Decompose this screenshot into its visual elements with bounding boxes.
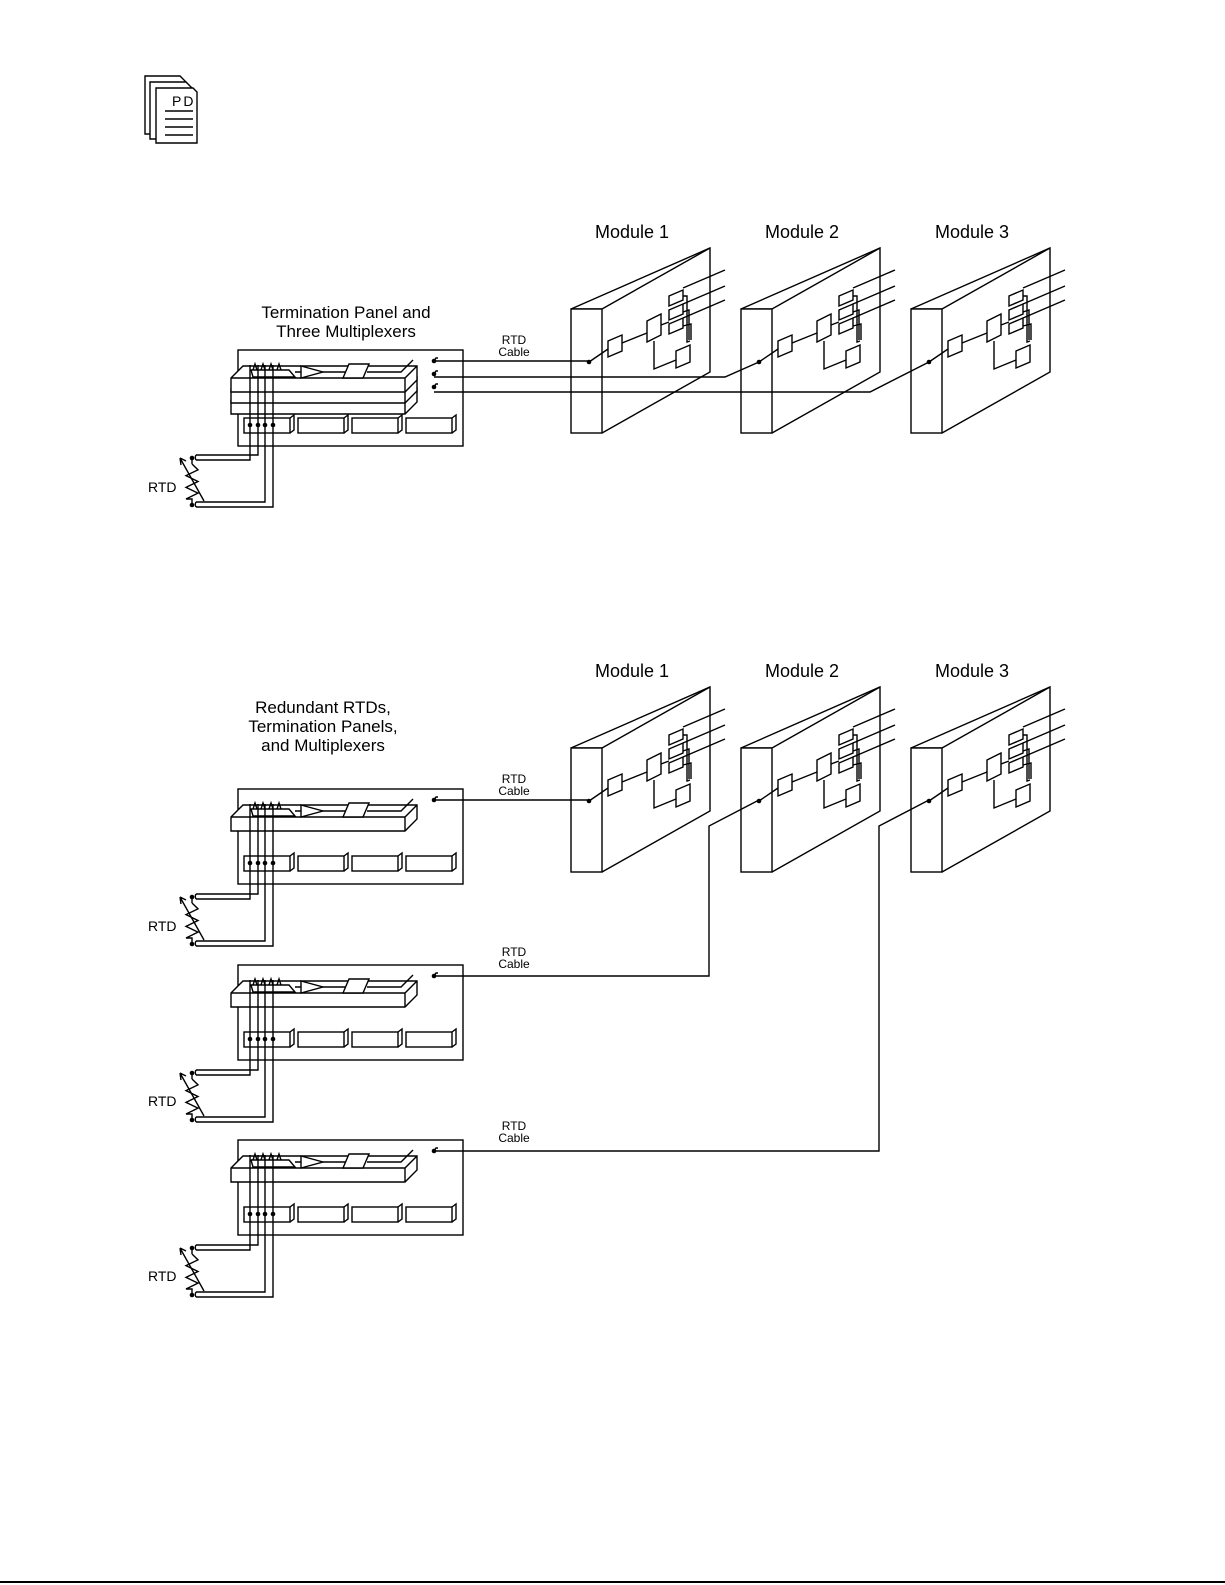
fig2-termination-panel-2-terminal-node-2: [256, 1037, 261, 1042]
fig1-termination-panel-cable-node-2: [432, 372, 437, 377]
fig2-termination-panel-3-terminal-node-4: [271, 1212, 276, 1217]
fig2-cable-1-label-line2: Cable: [498, 784, 530, 798]
fig1-module-3: [911, 248, 1065, 433]
fig2-termination-panel-2-terminal-node-4: [271, 1037, 276, 1042]
fig2-module-2: [741, 687, 895, 872]
fig1-panel-label-line2: Three Multiplexers: [276, 322, 416, 341]
fig2-termination-panel-2-rtd-resistor: [186, 1073, 198, 1120]
fig2-panel-label-line3: and Multiplexers: [261, 736, 385, 755]
fig2-termination-panel-2-terminal-node-3: [263, 1037, 268, 1042]
fig2-termination-panel-1-terminal-block-3: [352, 856, 398, 871]
fig2-module-2-label: Module 2: [765, 661, 839, 681]
fig1-termination-panel-rtd-resistor: [186, 458, 198, 505]
fig1-module-1-label: Module 1: [595, 222, 669, 242]
fig1-cable-label-line2: Cable: [498, 345, 530, 359]
fig2-termination-panel-3-terminal-block-4: [406, 1207, 452, 1222]
fig2-termination-panel-2-terminal-block-4: [406, 1032, 452, 1047]
fig2-termination-panel-1-terminal-node-4: [271, 861, 276, 866]
fig1-termination-panel-terminal-block-3: [352, 418, 398, 433]
fig2-termination-panel-1-terminal-node-3: [263, 861, 268, 866]
fig2-termination-panel-1-terminal-node-1: [248, 861, 253, 866]
fig1-termination-panel: [180, 350, 463, 507]
fig2-termination-panel-1-terminal-block-2: [298, 856, 344, 871]
fig2-cable-3-label-line2: Cable: [498, 1131, 530, 1145]
fig2-module-1: [571, 687, 725, 872]
fig2-module-3: [911, 687, 1065, 872]
fig2-module-1-front: [571, 748, 602, 872]
fig1-module-3-front: [911, 309, 942, 433]
fig1-termination-panel-terminal-block-4: [406, 418, 452, 433]
fig2-module-3-label: Module 3: [935, 661, 1009, 681]
fig2-termination-panel-1-terminal-node-2: [256, 861, 261, 866]
fig2-termination-panel-1-rtd-resistor: [186, 897, 198, 944]
fig2-termination-panel-3-rtd-resistor: [186, 1248, 198, 1295]
fig2-termination-panel-2-terminal-node-1: [248, 1037, 253, 1042]
fig1-panel-label-line1: Termination Panel and: [261, 303, 430, 322]
fig2-termination-panel-1-terminal-block-4: [406, 856, 452, 871]
fig1-termination-panel-cable-node-3: [432, 385, 437, 390]
fig1-module-3-label: Module 3: [935, 222, 1009, 242]
fig2-module-3-front: [911, 748, 942, 872]
fig1-rtd-label: RTD: [148, 479, 177, 495]
pd-icon-label: PD: [172, 93, 195, 109]
fig2-termination-panel-3-terminal-node-2: [256, 1212, 261, 1217]
fig1-module-1-front: [571, 309, 602, 433]
figure-2: Module 1 Module 2 Module 3 Redundant RTD…: [148, 661, 1065, 1297]
fig1-module-2-front: [741, 309, 772, 433]
fig2-module-1-label: Module 1: [595, 661, 669, 681]
fig2-termination-panel-3-terminal-node-3: [263, 1212, 268, 1217]
fig2-rtd-3-label: RTD: [148, 1268, 177, 1284]
figure-1: Module 1 Module 2 Module 3 Termination P…: [148, 222, 1065, 507]
fig1-termination-panel-terminal-node-1: [248, 423, 253, 428]
fig1-termination-panel-terminal-block-2: [298, 418, 344, 433]
fig2-panel-label-line1: Redundant RTDs,: [255, 698, 391, 717]
fig1-module-2-label: Module 2: [765, 222, 839, 242]
fig2-rtd-2-label: RTD: [148, 1093, 177, 1109]
fig2-termination-panel-2-terminal-block-2: [298, 1032, 344, 1047]
fig2-rtd-1-label: RTD: [148, 918, 177, 934]
fig2-termination-panel-1: [180, 789, 463, 946]
fig1-module-2: [741, 248, 895, 433]
fig1-termination-panel-terminal-node-2: [256, 423, 261, 428]
fig2-cable-2-label-line2: Cable: [498, 957, 530, 971]
fig2-termination-panel-2: [180, 965, 463, 1122]
fig2-termination-panel-2-terminal-block-3: [352, 1032, 398, 1047]
fig2-termination-panel-3-terminal-block-2: [298, 1207, 344, 1222]
fig2-module-2-front: [741, 748, 772, 872]
fig1-termination-panel-terminal-node-3: [263, 423, 268, 428]
fig2-termination-panel-3-terminal-block-3: [352, 1207, 398, 1222]
fig1-termination-panel-terminal-node-4: [271, 423, 276, 428]
fig1-module-1: [571, 248, 725, 433]
fig2-termination-panel-3: [180, 1140, 463, 1297]
fig2-termination-panel-3-terminal-node-1: [248, 1212, 253, 1217]
fig2-panel-label-line2: Termination Panels,: [248, 717, 397, 736]
pd-document-stack-icon: PD: [145, 76, 197, 143]
